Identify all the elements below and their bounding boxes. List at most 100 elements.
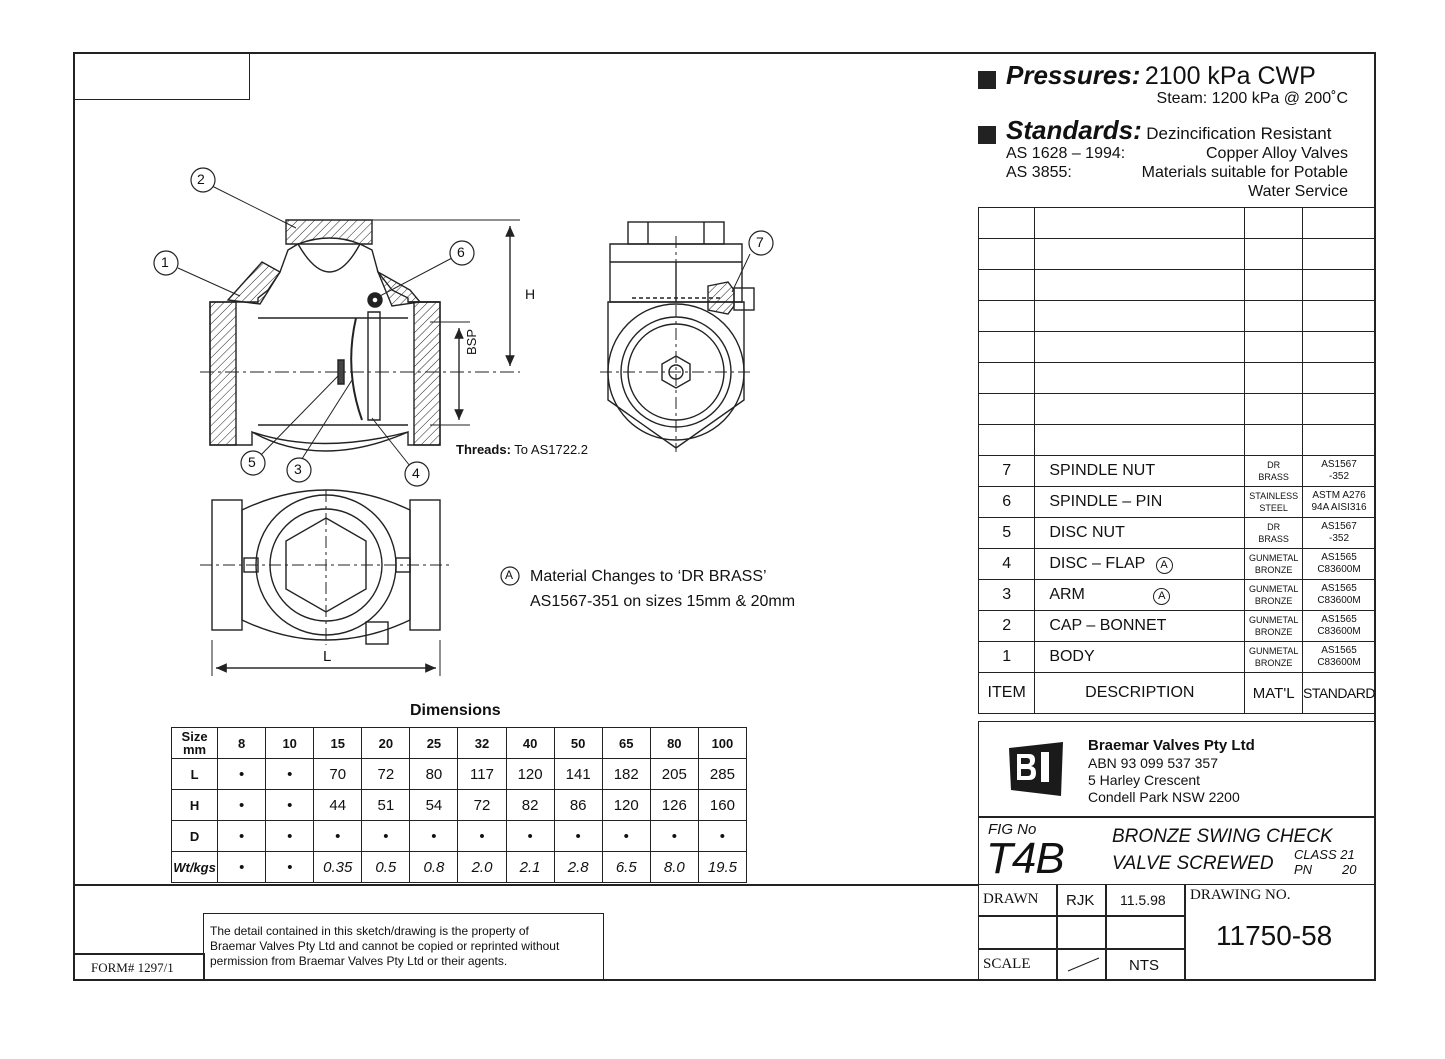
size-row: Size mm 8 10 15 20 25 32 40 50 65 80 100	[170, 727, 748, 759]
title-block-grid	[978, 884, 1376, 981]
callout-label-5: 5	[248, 454, 256, 470]
size-cell: 15	[313, 727, 363, 759]
blank-row	[977, 300, 1376, 332]
callout-3	[286, 457, 312, 483]
dim-cell: •	[697, 820, 748, 852]
revision-box	[73, 52, 250, 100]
threads-label: Threads:	[456, 442, 511, 457]
end-view	[600, 221, 755, 452]
std-text: Copper Alloy Valves	[1206, 145, 1348, 162]
dim-row-d: D •••••••••••	[170, 820, 748, 852]
title-block	[978, 884, 1376, 981]
bullet-square-icon	[978, 70, 996, 89]
dim-cell: 205	[649, 758, 699, 790]
scale-value: NTS	[1129, 957, 1159, 974]
blank-row	[977, 362, 1376, 394]
callout-label-3: 3	[294, 461, 302, 477]
class-label: CLASS 21	[1294, 847, 1355, 862]
item-header: ITEM	[977, 672, 1036, 714]
threads-value: To AS1722.2	[514, 442, 589, 457]
blank-row	[977, 393, 1376, 425]
dim-cell: 160	[697, 789, 748, 821]
fig-label: FIG No	[988, 821, 1037, 838]
callout-label-1: 1	[161, 254, 169, 270]
scale-label: SCALE	[983, 956, 1031, 972]
dim-cell: •	[265, 758, 315, 790]
callout-label-7: 7	[756, 234, 764, 250]
dim-cell: •	[265, 789, 315, 821]
blank-row	[977, 331, 1376, 363]
dim-cell: 2.1	[505, 851, 555, 883]
disclaimer-box	[203, 913, 604, 981]
note-a-marker: A	[1153, 587, 1171, 605]
callout-5	[240, 450, 266, 476]
dim-cell: 120	[505, 758, 555, 790]
steam-line: Steam: 1200 kPa @ 200˚C	[1156, 90, 1348, 107]
dim-cell: 86	[553, 789, 603, 821]
callout-label-4: 4	[412, 465, 420, 481]
drawn-label: DRAWN	[983, 891, 1039, 907]
dim-cell: 120	[601, 789, 651, 821]
std-line-2: AS 3855: Materials suitable for Potable	[1006, 164, 1348, 182]
bullet-square-icon	[978, 125, 996, 144]
part-desc: DISC – FLAP A	[1034, 548, 1246, 580]
disclaimer-line-2: Braemar Valves Pty Ltd and cannot be cop…	[210, 939, 560, 953]
company-block	[978, 721, 1376, 818]
size-cell: 100	[697, 727, 748, 759]
drawing-number: 11750-58	[1216, 920, 1333, 951]
note-a-letter: A	[505, 568, 514, 582]
item-no: 1	[977, 641, 1036, 673]
pn-value: 20	[1342, 862, 1357, 877]
pn-label: PN	[1294, 862, 1313, 877]
dim-cell: •	[457, 820, 507, 852]
std-text: Water Service	[1248, 183, 1348, 200]
parts-header-row: ITEM DESCRIPTION MAT'L STANDARD	[977, 672, 1376, 714]
dim-cell: 54	[409, 789, 459, 821]
part-desc: BODY	[1034, 641, 1246, 673]
standards-line: Standards: Dezincification Resistant	[978, 115, 1331, 146]
size-cell: 50	[553, 727, 603, 759]
callout-6	[449, 240, 475, 266]
blank-row	[977, 207, 1376, 239]
dim-cell: •	[313, 820, 363, 852]
drawn-date: 11.5.98	[1120, 892, 1166, 908]
disclaimer-line-3: permission from Braemar Valves Pty Ltd o…	[210, 954, 508, 968]
callout-7	[748, 230, 774, 256]
dim-cell: •	[505, 820, 555, 852]
dim-cell: 44	[313, 789, 363, 821]
company-abn: ABN 93 099 537 357	[1088, 755, 1218, 771]
section-view	[200, 219, 520, 452]
note-a-line-2: AS1567-351 on sizes 15mm & 20mm	[530, 593, 796, 610]
size-cell: 65	[601, 727, 651, 759]
company-address-2: Condell Park NSW 2200	[1088, 789, 1240, 805]
row-label: Wt/kgs	[170, 851, 219, 883]
drawn-by: RJK	[1066, 892, 1095, 909]
size-cell: 10	[265, 727, 315, 759]
dim-cell: •	[409, 820, 459, 852]
pressures-heading: Pressures:	[1006, 60, 1141, 90]
company-logo	[1009, 742, 1063, 796]
callout-1	[153, 250, 179, 276]
scale-slash	[1067, 957, 1100, 972]
standard: AS1567-352	[1302, 455, 1376, 487]
size-header: Size mm	[170, 727, 219, 759]
standard-header: STANDARD	[1302, 672, 1376, 714]
dimensions-title: Dimensions	[410, 702, 501, 719]
dim-cell: 8.0	[649, 851, 699, 883]
part-desc: ARM A	[1034, 579, 1246, 611]
callout-label-6: 6	[457, 244, 465, 260]
row-label: L	[170, 758, 219, 790]
dim-cell: 2.8	[553, 851, 603, 883]
std-code: AS 3855:	[1006, 164, 1072, 181]
callout-2	[190, 167, 216, 193]
callout-circles	[153, 167, 774, 487]
